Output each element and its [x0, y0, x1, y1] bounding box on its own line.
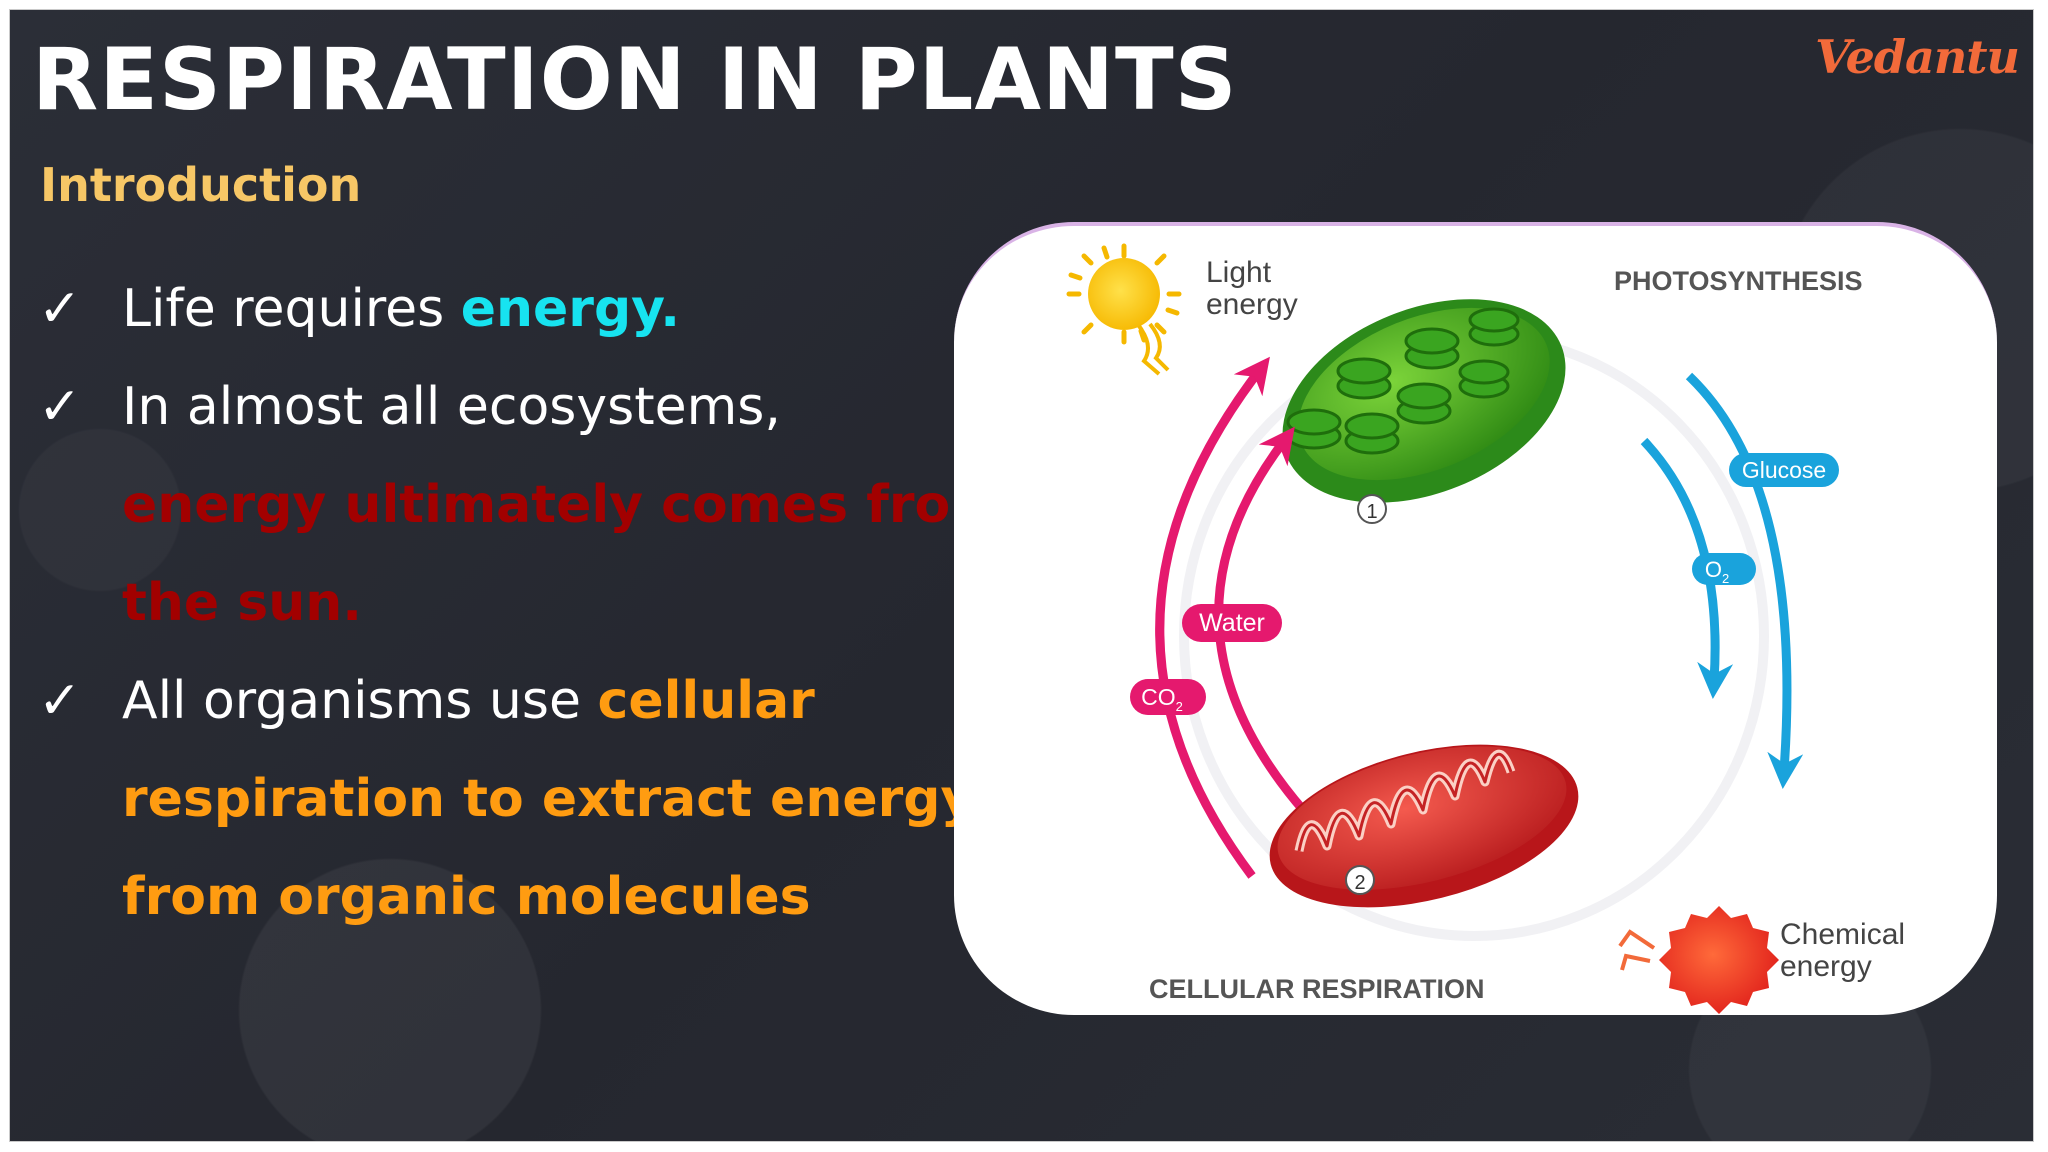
slide-subtitle: Introduction	[40, 158, 362, 212]
chemical-energy-label: energy	[1780, 950, 1872, 983]
co2-text: CO	[1141, 684, 1176, 710]
slide: Vedantu RESPIRATION IN PLANTS Introducti…	[9, 9, 2034, 1142]
sun-icon	[1066, 243, 1182, 376]
o2-label: O2	[1705, 557, 1729, 586]
cellular-respiration-label: CELLULAR RESPIRATION	[1149, 974, 1485, 1004]
glucose-arrow	[1685, 372, 1804, 789]
bullet-highlight: energy.	[460, 279, 681, 339]
bullet-text: Life requires energy.	[122, 260, 680, 358]
vedantu-logo: Vedantu	[1815, 30, 2020, 84]
check-icon: ✓	[38, 377, 82, 437]
bullet-highlight: from organic molecules	[122, 867, 811, 927]
light-energy-label: Light	[1206, 256, 1272, 289]
co2-subscript: 2	[1176, 699, 1183, 714]
co2-badge	[1130, 679, 1206, 715]
water-label: Water	[1199, 609, 1265, 637]
oxygen-arrow	[1640, 437, 1734, 699]
glucose-label: Glucose	[1742, 457, 1826, 483]
marker-2-label: 2	[1354, 872, 1365, 894]
o2-subscript: 2	[1722, 571, 1729, 586]
o2-text: O	[1705, 557, 1722, 582]
mitochondrion-icon	[1269, 744, 1579, 908]
check-icon: ✓	[38, 671, 82, 731]
bullet-plain-text: All organisms use	[122, 671, 598, 731]
bullet-continuation: the sun.	[38, 554, 948, 652]
bullet-highlight: energy ultimately comes from	[122, 475, 1005, 535]
co2-label: CO2	[1141, 684, 1183, 714]
bullet-item: ✓ In almost all ecosystems,	[38, 358, 948, 456]
bullet-item: ✓ All organisms use cellular	[38, 652, 948, 750]
bullet-text: In almost all ecosystems,	[122, 377, 781, 437]
cycle-diagram-card: Light energy PHOTOSYNTHESIS 1	[954, 222, 1997, 1015]
bullet-highlight: cellular	[597, 671, 815, 731]
bullet-item: ✓ Life requires energy.	[38, 260, 948, 358]
marker-1	[1357, 494, 1387, 524]
o2-badge	[1692, 553, 1756, 585]
chemical-energy-icon	[1618, 906, 1779, 1014]
photosynthesis-label: PHOTOSYNTHESIS	[1614, 266, 1863, 296]
bullet-list: ✓ Life requires energy. ✓ In almost all …	[38, 260, 1004, 946]
glucose-badge	[1729, 453, 1839, 487]
chemical-energy-label: Chemical	[1780, 918, 1905, 951]
bullet-continuation: from organic molecules	[38, 848, 948, 946]
slide-title: RESPIRATION IN PLANTS	[32, 30, 1238, 130]
bullet-highlight: respiration to extract energy	[122, 769, 975, 829]
water-badge	[1182, 604, 1282, 642]
bullet-text: All organisms use cellular	[122, 652, 815, 750]
chloroplast-icon	[1282, 299, 1566, 503]
co2-arrow	[1155, 356, 1270, 879]
light-energy-label: energy	[1206, 288, 1298, 321]
bullet-continuation: respiration to extract energy	[38, 750, 974, 848]
marker-1-label: 1	[1366, 501, 1377, 523]
bullet-continuation: energy ultimately comes from	[38, 456, 1004, 554]
bullet-highlight: the sun.	[122, 573, 362, 633]
cycle-diagram: Light energy PHOTOSYNTHESIS 1	[1066, 243, 1905, 1014]
bullet-plain-text: Life requires	[122, 279, 461, 339]
marker-2	[1345, 865, 1375, 895]
check-icon: ✓	[38, 279, 82, 339]
